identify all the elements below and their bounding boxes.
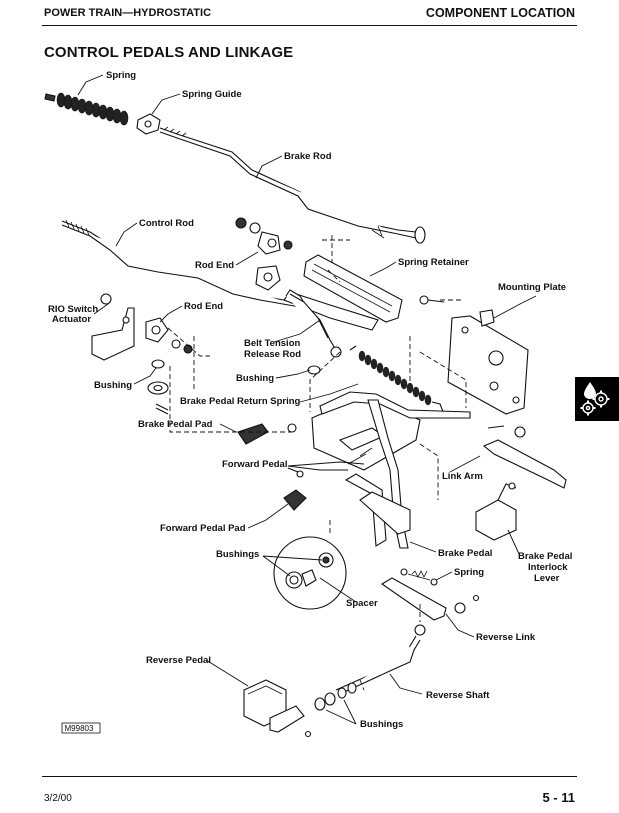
bushing-left-part	[147, 359, 169, 415]
figure-id-box	[61, 722, 101, 734]
label-belt-tension-1: Belt Tension	[244, 338, 300, 349]
footer-date: 3/2/00	[44, 793, 72, 804]
label-interlock-2: Interlock	[528, 562, 568, 573]
pedal-frame-part	[311, 391, 471, 549]
label-forward-pedal-pad: Forward Pedal Pad	[160, 523, 246, 534]
label-control-rod: Control Rod	[139, 218, 194, 229]
label-brake-rod: Brake Rod	[284, 151, 332, 162]
label-rio-switch-1: RIO Switch	[48, 304, 98, 315]
label-spacer: Spacer	[346, 598, 378, 609]
brake-pedal-interlock-lever-part	[475, 482, 517, 541]
page-number: 5 - 11	[542, 790, 575, 805]
drop-and-gears-icon	[575, 377, 619, 421]
label-brake-pedal-return-spring: Brake Pedal Return Spring	[180, 396, 301, 407]
label-spring-lower: Spring	[454, 567, 484, 578]
label-bushing-left: Bushing	[94, 380, 132, 391]
header-section-title: POWER TRAIN—HYDROSTATIC	[44, 7, 212, 19]
spring-retainer-part	[283, 235, 403, 331]
label-bushings-top: Bushings	[216, 549, 259, 560]
label-mounting-plate: Mounting Plate	[498, 282, 566, 293]
control-rod-part	[61, 219, 301, 308]
brake-pedal-return-spring-part	[349, 345, 445, 415]
label-spring: Spring	[106, 70, 136, 81]
brake-pedal-pad-part	[237, 423, 297, 445]
header-chapter-title: COMPONENT LOCATION	[425, 6, 575, 20]
rio-switch-actuator-part	[91, 293, 135, 361]
label-rod-end-mid: Rod End	[184, 301, 223, 312]
footer-divider	[42, 776, 577, 777]
brake-rod-part	[159, 126, 426, 244]
header-divider	[42, 25, 577, 26]
label-spring-guide: Spring Guide	[182, 89, 242, 100]
label-belt-tension-2: Release Rod	[244, 349, 301, 360]
label-interlock-3: Lever	[534, 573, 560, 584]
spring-lower-part	[400, 568, 438, 586]
label-spring-retainer: Spring Retainer	[398, 257, 469, 268]
bushings-detail-part	[273, 536, 347, 610]
label-rod-end-top: Rod End	[195, 260, 234, 271]
assembly-dashed-lines	[167, 269, 467, 691]
reverse-link-part	[380, 577, 480, 621]
bushings-bottom-part	[314, 682, 357, 711]
link-arm-part	[482, 425, 567, 489]
label-reverse-pedal: Reverse Pedal	[146, 655, 211, 666]
reverse-pedal-part	[243, 679, 312, 738]
rod-end-top-part	[235, 217, 293, 291]
label-reverse-shaft: Reverse Shaft	[426, 690, 490, 701]
label-brake-pedal-pad: Brake Pedal Pad	[138, 419, 213, 430]
spring-part	[44, 92, 129, 126]
label-link-arm: Link Arm	[442, 471, 483, 482]
forward-pedal-pad-part	[283, 467, 307, 511]
page-title: CONTROL PEDALS AND LINKAGE	[44, 44, 294, 61]
label-brake-pedal: Brake Pedal	[438, 548, 492, 559]
label-rio-switch-2: Actuator	[52, 314, 91, 325]
spring-guide-part	[136, 113, 161, 135]
bushing-mid-part	[307, 365, 321, 375]
rod-end-mid-part	[145, 317, 193, 354]
mounting-plate-part	[419, 295, 529, 415]
label-bushing-mid: Bushing	[236, 373, 274, 384]
label-interlock-1: Brake Pedal	[518, 551, 572, 562]
label-bushings-bottom: Bushings	[360, 719, 403, 730]
label-forward-pedal: Forward Pedal	[222, 459, 287, 470]
leader-lines	[77, 74, 537, 725]
figure-id: M99803	[65, 724, 94, 733]
belt-tension-release-rod-part	[285, 289, 342, 358]
label-reverse-link: Reverse Link	[476, 632, 536, 643]
